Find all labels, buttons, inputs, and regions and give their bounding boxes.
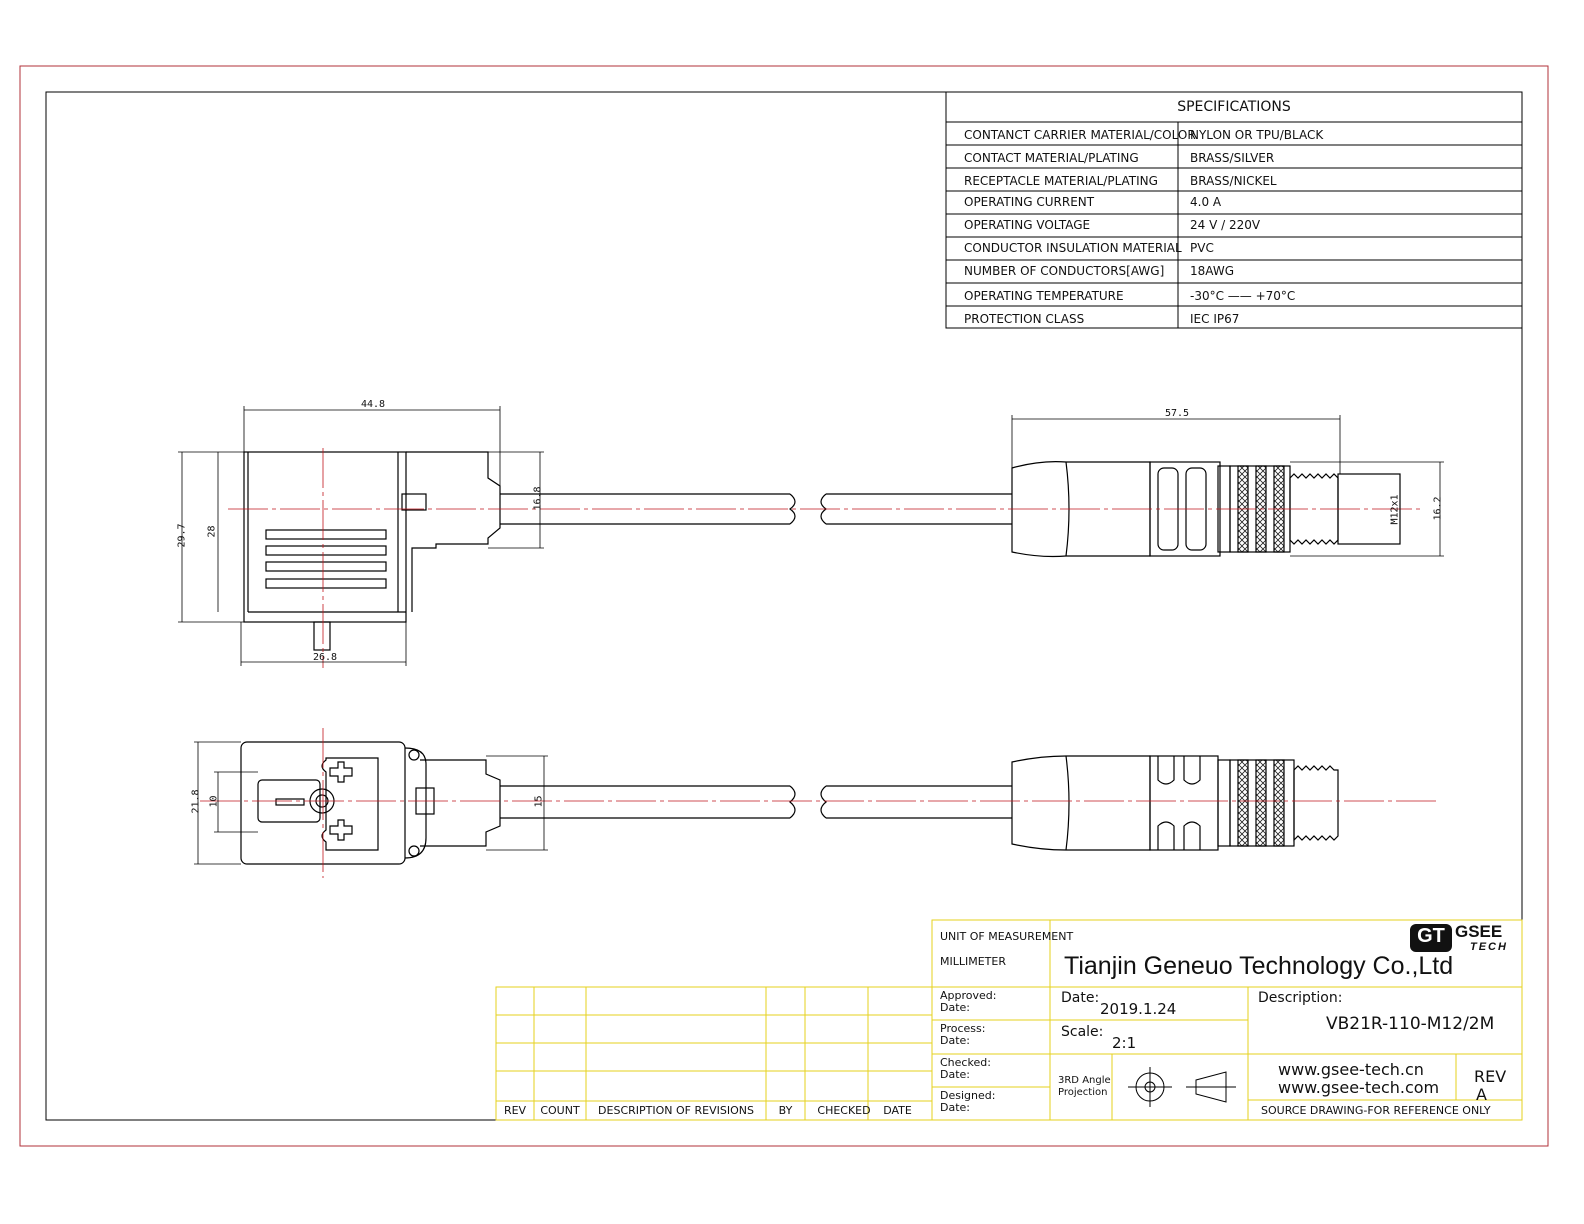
spec-label: PROTECTION CLASS	[964, 312, 1085, 326]
spec-value: NYLON OR TPU/BLACK	[1190, 128, 1324, 142]
spec-label: OPERATING TEMPERATURE	[964, 289, 1124, 303]
spec-value: PVC	[1190, 241, 1214, 255]
spec-label: OPERATING CURRENT	[964, 195, 1095, 209]
process-label: Process:	[940, 1022, 986, 1035]
website-cn: www.gsee-tech.cn	[1278, 1060, 1424, 1079]
spec-value: BRASS/NICKEL	[1190, 174, 1277, 188]
outer-border	[19, 65, 1549, 1147]
unit-value: MILLIMETER	[940, 955, 1006, 968]
spec-title: SPECIFICATIONS	[1177, 99, 1291, 115]
dim-width-top: 44.8	[361, 399, 386, 410]
scale-value: 2:1	[1112, 1034, 1137, 1052]
title-block-grid	[931, 919, 1523, 1121]
dim-height-outer: 29.7	[176, 523, 188, 548]
dim-cable-dia: 16.8	[532, 486, 544, 511]
rev-header-description: DESCRIPTION OF REVISIONS	[598, 1104, 754, 1117]
date-label: Date:	[1061, 990, 1100, 1006]
description-value: VB21R-110-M12/2M	[1326, 1014, 1495, 1034]
spec-value: 24 V / 220V	[1190, 218, 1261, 232]
company-logo-icon	[1410, 924, 1452, 952]
rev-header-count: COUNT	[540, 1104, 580, 1117]
rev-value: A	[1476, 1085, 1487, 1104]
center-lines	[200, 448, 1436, 878]
checked-date-label: Date:	[940, 1068, 970, 1081]
projection-line2: Projection	[1058, 1087, 1108, 1098]
spec-table-grid	[945, 91, 1523, 329]
description-label: Description:	[1258, 990, 1343, 1006]
approved-label: Approved:	[940, 989, 997, 1002]
dim-front-height: 21.8	[190, 789, 202, 814]
spec-label: CONTACT MATERIAL/PLATING	[964, 151, 1139, 165]
socket-side-view	[243, 451, 1012, 651]
designed-label: Designed:	[940, 1089, 996, 1102]
spec-value: IEC IP67	[1190, 312, 1240, 326]
scale-label: Scale:	[1061, 1024, 1104, 1040]
revision-table-grid	[495, 986, 933, 1121]
spec-label: OPERATING VOLTAGE	[964, 218, 1091, 232]
unit-label: UNIT OF MEASUREMENT	[940, 930, 1074, 943]
dim-connector-length: 57.5	[1165, 408, 1190, 419]
spec-value: 4.0 A	[1190, 195, 1222, 209]
dim-connector-dia: 16.2	[1432, 496, 1444, 521]
logo-sub: TECH	[1470, 941, 1508, 953]
dim-height-inner: 28	[206, 525, 218, 538]
projection-symbol-icon	[1128, 1067, 1236, 1107]
dimension-lines	[178, 406, 1444, 865]
checked-label: Checked:	[940, 1056, 991, 1069]
company-name: Tianjin Geneuo Technology Co.,Ltd	[1064, 952, 1454, 980]
approved-date-label: Date:	[940, 1001, 970, 1014]
spec-value: 18AWG	[1190, 264, 1234, 278]
spec-label: NUMBER OF CONDUCTORS[AWG]	[964, 264, 1165, 278]
logo-mark: GT	[1417, 925, 1445, 947]
dim-bottom-width: 26.8	[313, 652, 338, 663]
process-date-label: Date:	[940, 1034, 970, 1047]
dim-front-cable: 15	[533, 795, 545, 808]
spec-label: RECEPTACLE MATERIAL/PLATING	[964, 174, 1158, 188]
socket-front-view	[240, 741, 1012, 865]
rev-header-date: DATE	[883, 1104, 912, 1117]
rev-label: REV	[1474, 1067, 1507, 1086]
spec-label: CONDUCTOR INSULATION MATERIAL	[964, 241, 1182, 255]
spec-value: BRASS/SILVER	[1190, 151, 1275, 165]
date-value: 2019.1.24	[1100, 1000, 1177, 1018]
rev-header-by: BY	[778, 1104, 793, 1117]
dim-front-inner: 10	[208, 795, 220, 808]
designed-date-label: Date:	[940, 1101, 970, 1114]
rev-header-checked: CHECKED	[817, 1104, 871, 1117]
projection-line1: 3RD Angle	[1058, 1075, 1111, 1086]
connector-front-view	[1011, 755, 1339, 851]
rev-header-rev: REV	[503, 1104, 527, 1117]
website-com: www.gsee-tech.com	[1278, 1078, 1440, 1097]
spec-label: CONTANCT CARRIER MATERIAL/COLOR	[964, 128, 1196, 142]
source-note: SOURCE DRAWING-FOR REFERENCE ONLY	[1261, 1104, 1491, 1117]
dim-thread: M12x1	[1389, 494, 1401, 525]
logo-word: GSEE	[1455, 922, 1503, 941]
spec-value: -30°C —— +70°C	[1190, 289, 1296, 303]
